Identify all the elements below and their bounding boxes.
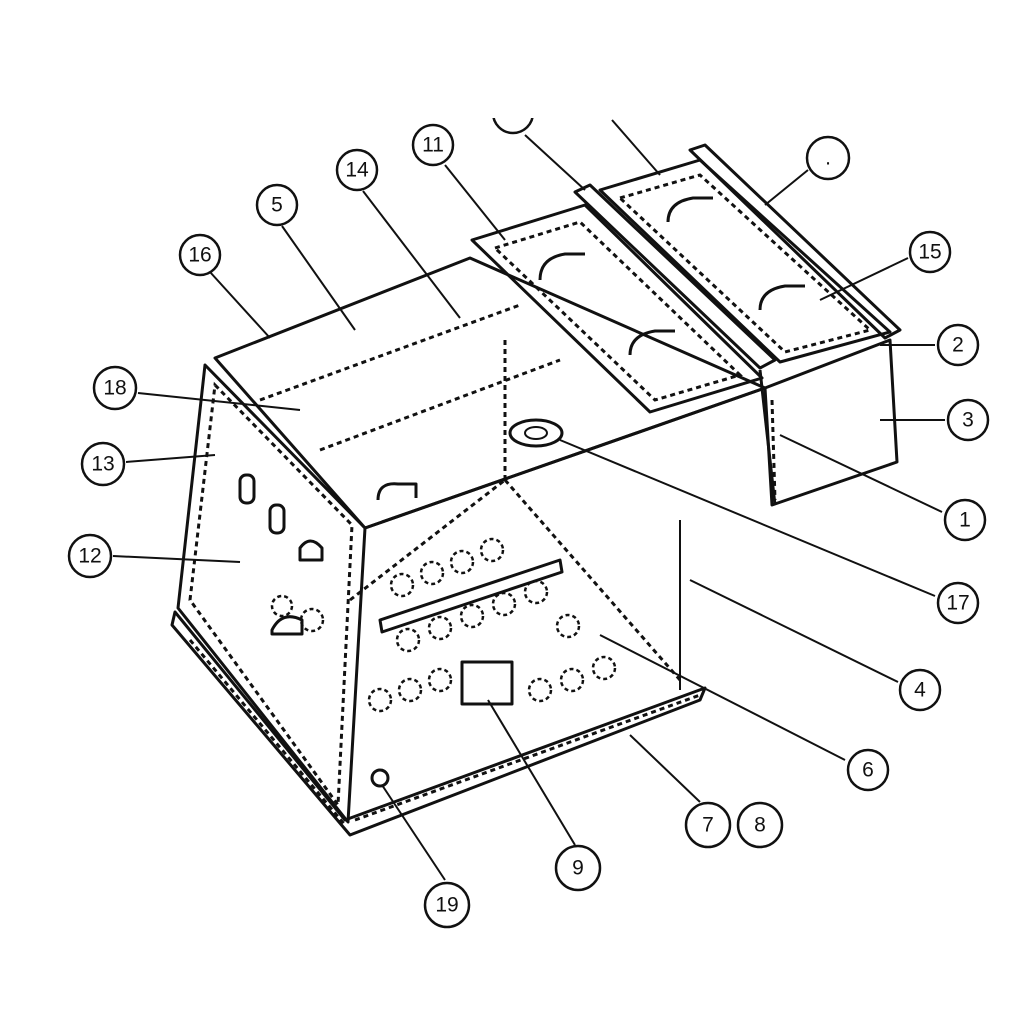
top-handle: [376, 482, 418, 501]
svg-text:2: 2: [952, 334, 964, 357]
svg-text:16: 16: [188, 244, 211, 267]
svg-text:5: 5: [271, 194, 283, 217]
callout-17: 17: [936, 581, 980, 625]
callout-1: 1: [943, 498, 987, 542]
callout-12: 12: [67, 533, 113, 579]
callout-2: 2: [936, 323, 980, 367]
callout-16: 16: [178, 233, 222, 277]
drain-plug: [370, 768, 390, 788]
callout-15: 15: [908, 230, 952, 274]
callout-18: 18: [92, 365, 138, 411]
base-frame: [170, 610, 707, 837]
leader-lines: [112, 119, 945, 881]
svg-text:11: 11: [422, 134, 444, 157]
bracket: [460, 660, 514, 706]
callout-19: 19: [423, 881, 471, 929]
latch: [298, 539, 324, 562]
svg-text:1: 1: [959, 509, 971, 532]
svg-text:12: 12: [78, 545, 101, 568]
latch: [270, 615, 304, 636]
callout-8: 8: [736, 801, 784, 849]
svg-text:4: 4: [914, 679, 926, 702]
callout-4: 4: [898, 668, 942, 712]
svg-text:3: 3: [962, 409, 974, 432]
filler-cap: [508, 418, 564, 448]
svg-text:.: .: [825, 147, 831, 170]
svg-text:7: 7: [702, 814, 714, 837]
handle-slot: [268, 503, 286, 535]
callout-13: 13: [80, 441, 126, 487]
tray-15: [598, 158, 892, 364]
callout-5: 5: [255, 183, 299, 227]
callout-6: 6: [846, 748, 890, 792]
svg-text:8: 8: [754, 814, 766, 837]
callout-7: 7: [684, 801, 732, 849]
callout-11: 11: [411, 123, 455, 167]
callout-9: 9: [554, 844, 602, 892]
floor-holes: [270, 537, 617, 713]
front-panel: [349, 386, 766, 788]
svg-text:14: 14: [345, 159, 369, 182]
callout-3: 3: [946, 398, 990, 442]
svg-text:18: 18: [103, 377, 126, 400]
svg-text:17: 17: [946, 592, 969, 615]
svg-text:6: 6: [862, 759, 874, 782]
tray-bars: [573, 143, 902, 506]
svg-text:15: 15: [918, 241, 941, 264]
svg-text:13: 13: [91, 453, 114, 476]
svg-text:9: 9: [572, 857, 584, 880]
left-end-panel: [176, 363, 367, 824]
handle-slot: [238, 473, 256, 505]
callout-top-b: .: [805, 135, 851, 181]
callout-14: 14: [335, 148, 379, 192]
svg-text:19: 19: [435, 894, 458, 917]
